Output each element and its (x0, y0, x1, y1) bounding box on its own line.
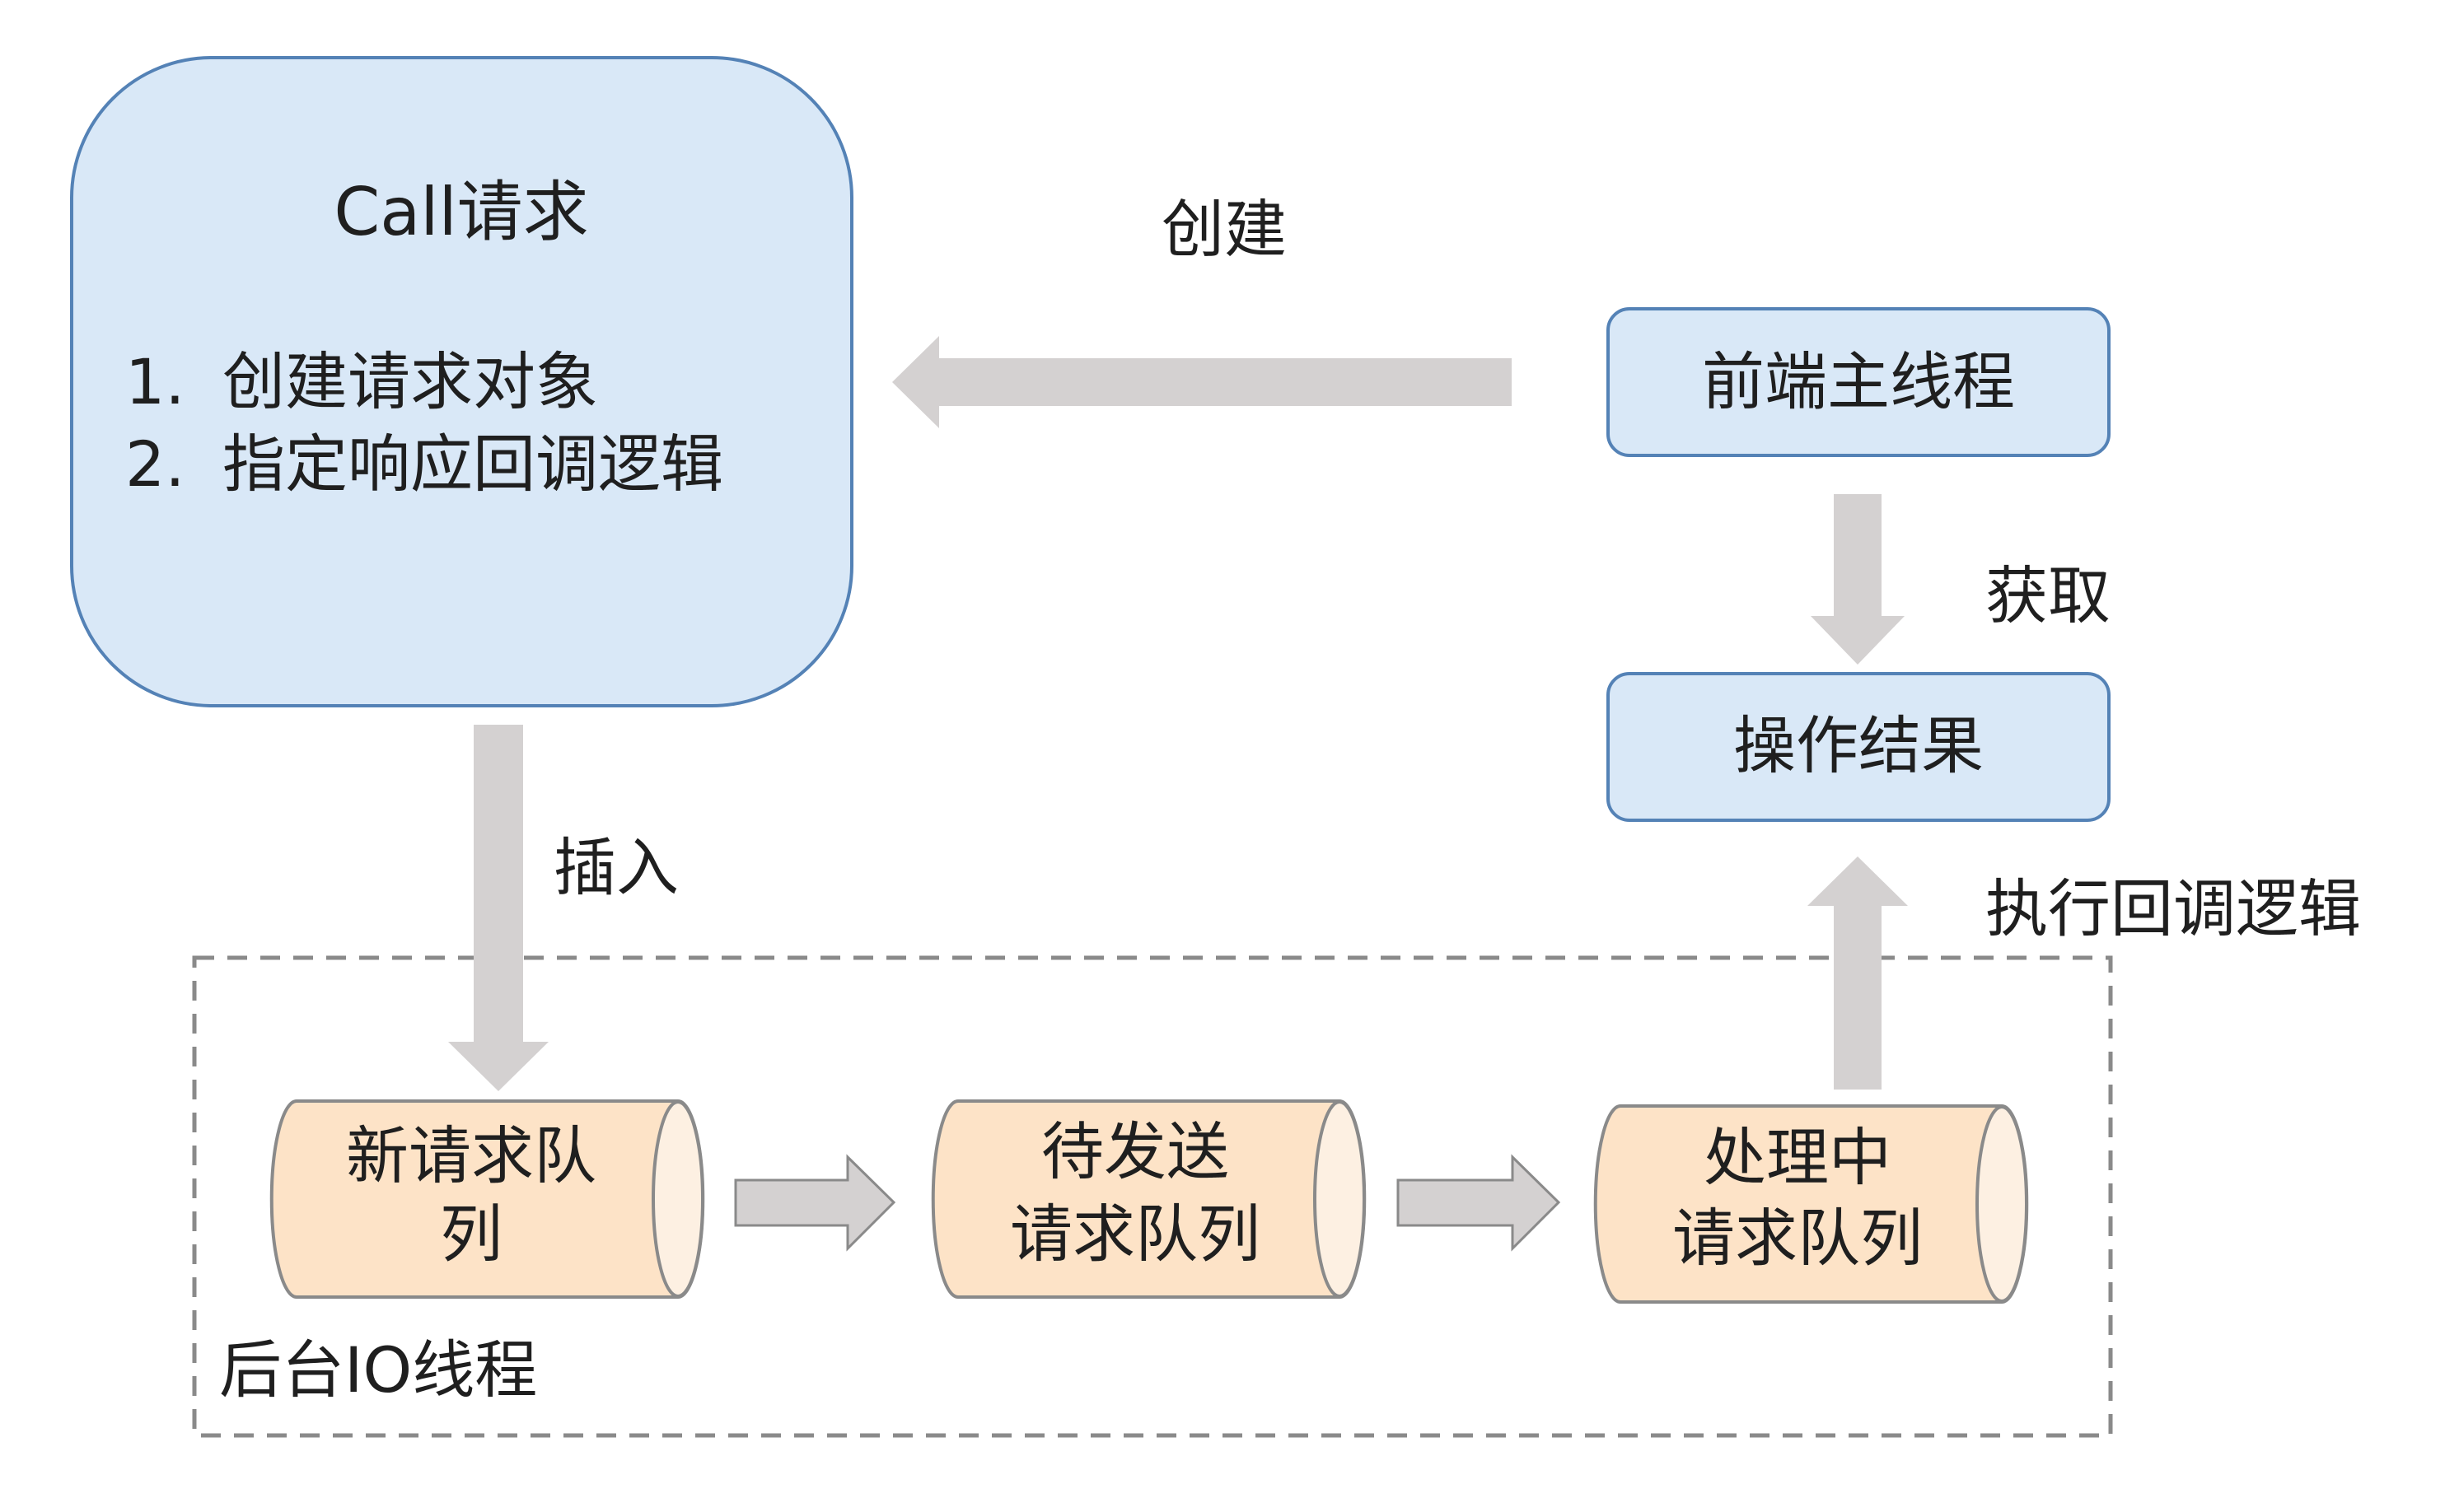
new-request-queue-cap (652, 1100, 704, 1298)
queue-1-to-2-arrow (734, 1154, 896, 1252)
insert-arrow (448, 725, 549, 1091)
callback-edge-label: 执行回调逻辑 (1985, 872, 2361, 945)
new-request-queue: 新请求队 列 (269, 1099, 705, 1299)
call-request-box (70, 56, 853, 707)
operation-result-box (1606, 672, 2111, 822)
call-request-title: Call请求 (334, 174, 588, 250)
create-arrow (892, 336, 1512, 428)
processing-queue-line-1: 处理中 (1704, 1121, 1891, 1194)
insert-edge-label: 插入 (554, 831, 679, 904)
create-edge-label: 创建 (1162, 193, 1287, 266)
new-request-queue-line-1: 新请求队 (346, 1119, 596, 1192)
fetch-edge-label: 获取 (1985, 559, 2111, 632)
pending-send-queue-cap (1313, 1100, 1366, 1298)
callback-arrow (1807, 856, 1908, 1090)
pending-send-queue-line-2: 请求队列 (1010, 1197, 1260, 1271)
queue-2-to-3-arrow (1396, 1154, 1561, 1252)
background-thread-container (192, 955, 2113, 1438)
call-request-item-1-text: 创建请求对象 (222, 345, 598, 418)
pending-send-queue: 待发送 请求队列 (931, 1099, 1367, 1299)
operation-result-label: 操作结果 (1733, 709, 1984, 782)
frontend-main-thread-box (1606, 307, 2111, 457)
fetch-arrow (1811, 494, 1905, 665)
call-request-item-2-num: 2. (125, 427, 185, 501)
processing-queue-cap (1975, 1105, 2028, 1303)
call-request-item-2-text: 指定响应回调逻辑 (222, 427, 723, 501)
new-request-queue-line-2: 列 (440, 1197, 503, 1271)
call-request-item-1-num: 1. (125, 345, 185, 418)
frontend-main-thread-label: 前端主线程 (1702, 345, 2015, 418)
processing-queue-line-2: 请求队列 (1672, 1202, 1923, 1275)
background-thread-label: 后台IO线程 (219, 1333, 537, 1407)
processing-queue: 处理中 请求队列 (1593, 1104, 2029, 1304)
pending-send-queue-line-1: 待发送 (1041, 1115, 1229, 1188)
